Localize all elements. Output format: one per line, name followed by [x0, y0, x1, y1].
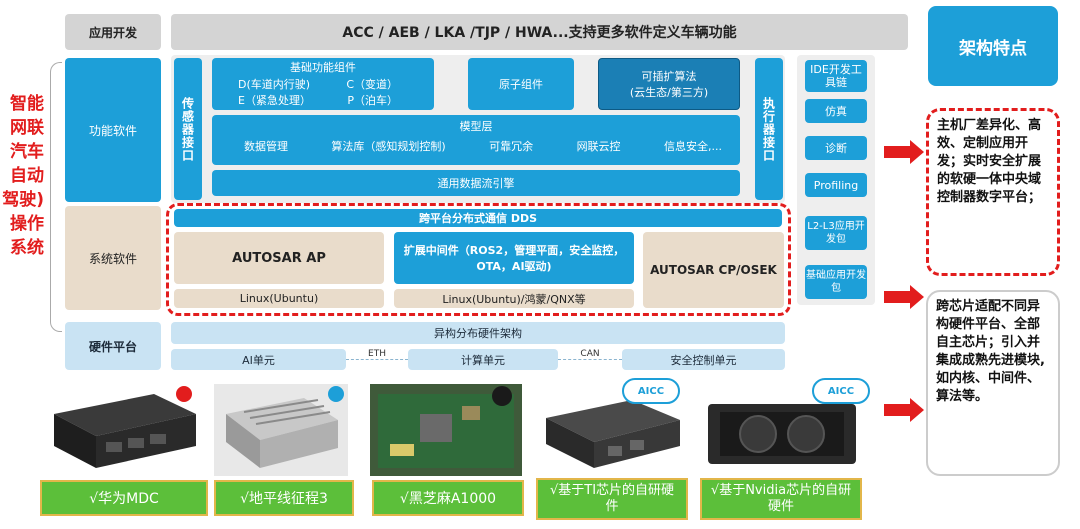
feature-box-2: 跨芯片适配不同异构硬件平台、全部自主芯片；引入并集成成熟先进模块,如内核、中间件… [926, 290, 1060, 476]
os-title-line: 系统 [10, 238, 44, 258]
atomic-components: 原子组件 [468, 58, 574, 110]
extensible-algorithms: 可插扩算法 (云生态/第三方) [598, 58, 740, 110]
tool-profiling: Profiling [805, 173, 867, 197]
eth-link [346, 359, 408, 360]
left-bracket [50, 62, 62, 332]
arrow-icon [884, 285, 924, 309]
huawei-mdc-image [44, 384, 204, 476]
horizon-journey3-image [214, 384, 348, 476]
model-item: 网联云控 [576, 140, 621, 153]
os-title-line: 操作 [10, 214, 44, 234]
basic-components-title: 基础功能组件 [290, 61, 356, 74]
ti-hardware-image [538, 384, 688, 476]
product-black-sesame: √黑芝麻A1000 [372, 480, 524, 516]
feature-text-2: 跨芯片适配不同异构硬件平台、全部自主芯片；引入并集成成熟先进模块,如内核、中间件… [936, 299, 1045, 404]
actuator-interface: 执行器接口 [755, 58, 783, 200]
layer-func: 功能软件 [65, 58, 161, 202]
arrow-icon [884, 140, 924, 164]
model-layer: 模型层 数据管理 算法库（感知规划控制) 可靠冗余 网联云控 信息安全,... [212, 115, 740, 165]
data-flow-engine: 通用数据流引擎 [212, 170, 740, 196]
black-sesame-a1000-image [370, 384, 522, 476]
layer-app: 应用开发 [65, 14, 161, 50]
hetero-hw-architecture: 异构分布硬件架构 [171, 322, 785, 344]
ai-unit: AI单元 [171, 349, 346, 370]
model-layer-title: 模型层 [459, 120, 493, 133]
model-item: 可靠冗余 [489, 140, 534, 153]
layer-sys: 系统软件 [65, 206, 161, 310]
nvidia-hardware-image [700, 384, 864, 476]
tool-simulation: 仿真 [805, 99, 867, 123]
linux-ubuntu: Linux(Ubuntu) [174, 289, 384, 308]
basic-item-e: E（紧急处理） [238, 94, 311, 107]
product-huawei-mdc: √华为MDC [40, 480, 208, 516]
autosar-cp: AUTOSAR CP/OSEK [643, 232, 784, 308]
feature-text-1: 主机厂差异化、高效、定制应用开发；实时安全扩展的软硬一体中央域控制器数字平台； [937, 118, 1042, 205]
can-label: CAN [580, 349, 600, 359]
safety-control-unit: 安全控制单元 [622, 349, 785, 370]
aicc-logo: AICC [622, 378, 680, 404]
tool-diagnosis: 诊断 [805, 136, 867, 160]
os-title: 智能网联汽车自动驾驶) 操作系统 [0, 92, 44, 292]
extension-middleware: 扩展中间件（ROS2，管理平面，安全监控， OTA，AI驱动) [394, 232, 634, 284]
dds-bar: 跨平台分布式通信 DDS [174, 209, 782, 227]
aicc-logo: AICC [812, 378, 870, 404]
product-horizon-journey3: √地平线征程3 [214, 480, 354, 516]
app-functions-bar: ACC / AEB / LKA /TJP / HWA...支持更多软件定义车辆功… [171, 14, 908, 50]
layer-hw: 硬件平台 [65, 322, 161, 370]
model-item: 数据管理 [244, 140, 288, 153]
product-nvidia-based: √基于Nvidia芯片的自研硬件 [700, 478, 862, 520]
os-title-line: 汽车 [10, 142, 44, 162]
can-link [558, 359, 622, 360]
arrow-icon [884, 398, 924, 422]
sensor-interface: 传感器接口 [174, 58, 202, 200]
tool-ide: IDE开发工具链 [805, 60, 867, 92]
os-title-line: 网联 [10, 118, 44, 138]
autosar-ap: AUTOSAR AP [174, 232, 384, 284]
os-title-line: 智能 [10, 94, 44, 114]
linux-multi-os: Linux(Ubuntu)/鸿蒙/QNX等 [394, 289, 634, 308]
os-title-line: 自动 [10, 166, 44, 186]
basic-components: 基础功能组件 D(车道内行驶) C（变道） E（紧急处理） P（泊车） [212, 58, 434, 110]
eth-label: ETH [368, 349, 386, 359]
features-title: 架构特点 [928, 6, 1058, 86]
basic-item-c: C（变道） [346, 78, 398, 91]
os-title-line: 驾驶) [2, 190, 44, 210]
compute-unit: 计算单元 [408, 349, 558, 370]
tool-l2l3-sdk: L2-L3应用开发包 [805, 216, 867, 250]
model-item: 信息安全,... [663, 140, 722, 153]
model-item: 算法库（感知规划控制) [331, 140, 446, 153]
product-ti-based: √基于TI芯片的自研硬件 [536, 478, 688, 520]
feature-box-1: 主机厂差异化、高效、定制应用开发；实时安全扩展的软硬一体中央域控制器数字平台； [926, 108, 1060, 276]
basic-item-p: P（泊车） [347, 94, 398, 107]
basic-item-d: D(车道内行驶) [238, 78, 311, 91]
system-software-highlight [166, 203, 791, 316]
tool-basic-sdk: 基础应用开发包 [805, 265, 867, 299]
